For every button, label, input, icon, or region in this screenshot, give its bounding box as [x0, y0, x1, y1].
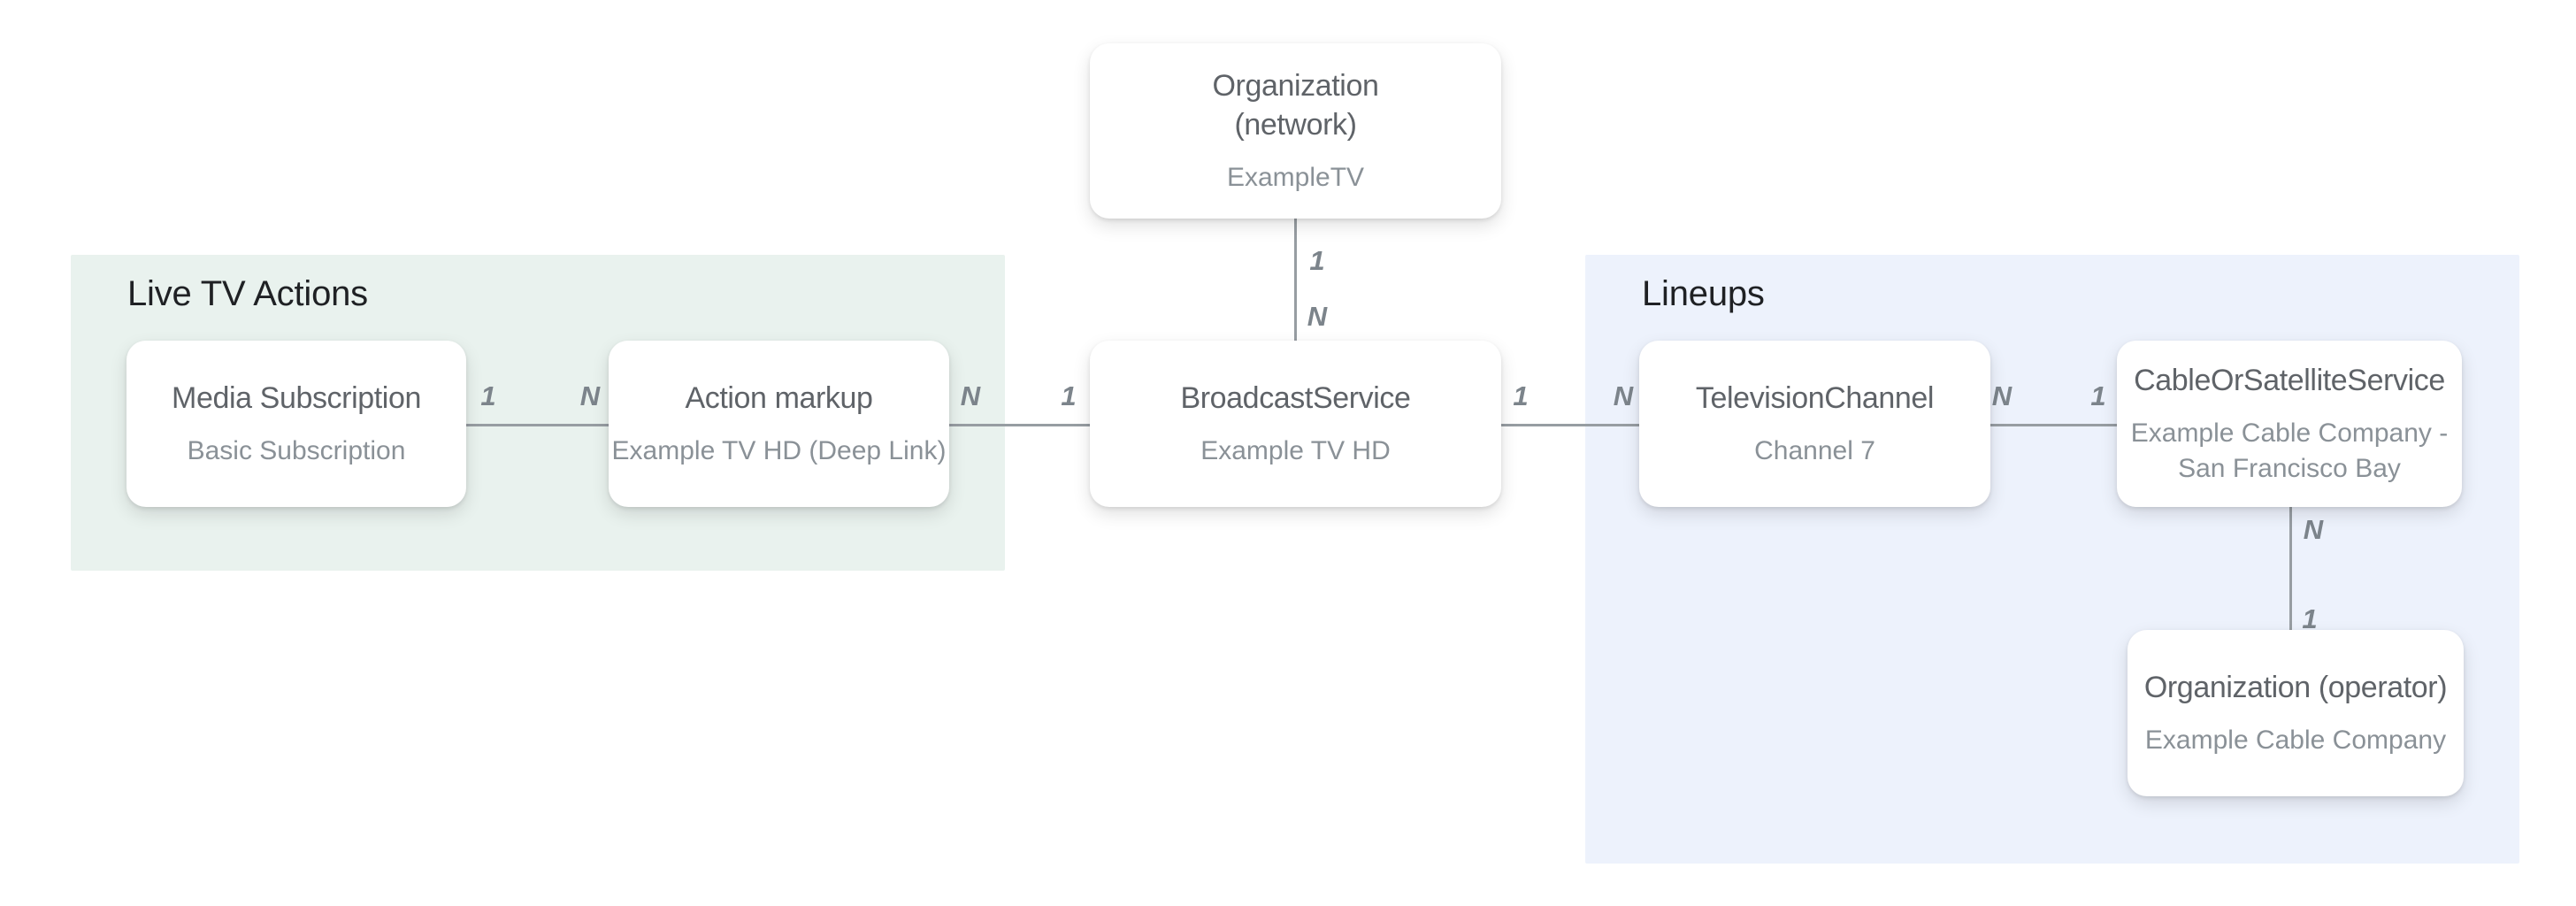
edge-label-cardinality: N: [1307, 301, 1328, 332]
edge-label-cardinality: N: [1613, 380, 1634, 411]
node-title: Organization (network): [1212, 69, 1379, 142]
node-action-markup: Action markup Example TV HD (Deep Link): [609, 341, 949, 507]
edge-label-cardinality: 1: [2090, 380, 2106, 411]
node-subtitle: Example TV HD (Deep Link): [611, 436, 947, 465]
edge-action-to-broadcast: [949, 424, 1090, 426]
edge-label-cardinality: 1: [2302, 603, 2318, 634]
node-title: CableOrSatelliteService: [2134, 364, 2445, 397]
edge-cable-to-operator: [2289, 507, 2292, 630]
edge-label-cardinality: 1: [1061, 380, 1077, 411]
node-subtitle: Example Cable Company: [2144, 726, 2447, 755]
node-title: BroadcastService: [1180, 381, 1411, 415]
node-organization-operator: Organization (operator) Example Cable Co…: [2128, 630, 2464, 796]
edge-label-cardinality: N: [579, 380, 601, 411]
edge-label-cardinality: 1: [1513, 380, 1529, 411]
edge-label-cardinality: N: [2303, 514, 2324, 545]
edge-label-cardinality: N: [960, 380, 981, 411]
node-cable-or-satellite-service: CableOrSatelliteService Example Cable Co…: [2117, 341, 2462, 507]
node-subtitle: Channel 7: [1754, 436, 1875, 465]
edge-subscription-to-action: [466, 424, 609, 426]
node-subtitle: Basic Subscription: [187, 436, 406, 465]
node-subtitle: Example TV HD: [1200, 436, 1391, 465]
edge-network-to-broadcast: [1294, 219, 1297, 341]
node-television-channel: TelevisionChannel Channel 7: [1639, 341, 1990, 507]
edge-label-cardinality: N: [1991, 380, 2012, 411]
node-title: Media Subscription: [172, 381, 421, 415]
edge-channel-to-cable: [1990, 424, 2117, 426]
node-broadcast-service: BroadcastService Example TV HD: [1090, 341, 1501, 507]
node-subtitle: Example Cable Company - San Francisco Ba…: [2130, 418, 2449, 483]
edge-label-cardinality: 1: [1309, 245, 1325, 276]
region-title-lineups: Lineups: [1642, 274, 1765, 313]
node-subtitle: ExampleTV: [1226, 163, 1365, 192]
node-organization-network: Organization (network) ExampleTV: [1090, 43, 1501, 219]
node-title: Action markup: [685, 381, 873, 415]
node-title: TelevisionChannel: [1695, 381, 1935, 415]
node-media-subscription: Media Subscription Basic Subscription: [126, 341, 466, 507]
node-title: Organization (operator): [2143, 671, 2448, 704]
edge-label-cardinality: 1: [480, 380, 496, 411]
edge-broadcast-to-channel: [1501, 424, 1639, 426]
region-title-live-tv-actions: Live TV Actions: [127, 274, 368, 313]
